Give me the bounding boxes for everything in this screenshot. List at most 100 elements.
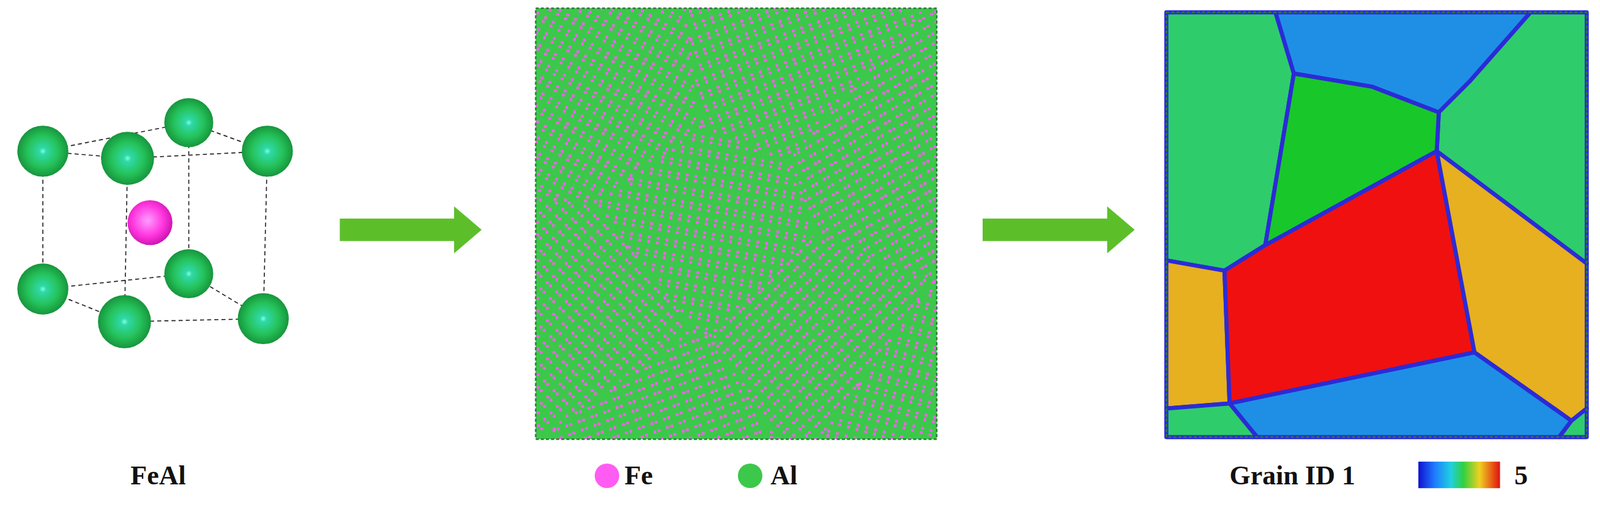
atom xyxy=(718,118,722,122)
atom xyxy=(565,167,570,172)
atom xyxy=(700,81,705,86)
atom xyxy=(564,17,568,21)
atom xyxy=(656,80,661,85)
atom xyxy=(651,45,655,49)
atom xyxy=(618,48,622,52)
atom xyxy=(710,15,714,19)
atom xyxy=(715,56,719,60)
atom xyxy=(550,113,554,117)
atom xyxy=(574,43,579,48)
atom xyxy=(554,115,559,119)
atom xyxy=(595,169,600,174)
atom xyxy=(553,88,557,92)
atom xyxy=(709,107,714,111)
atom xyxy=(699,91,703,95)
atom xyxy=(747,40,752,45)
atom xyxy=(777,134,781,139)
atom xyxy=(586,76,591,81)
atom xyxy=(543,52,547,56)
atom xyxy=(586,195,590,199)
atom xyxy=(592,12,596,16)
atom xyxy=(565,121,570,125)
atom xyxy=(596,149,601,153)
atom xyxy=(637,95,642,100)
atom xyxy=(602,75,607,79)
atom xyxy=(600,79,604,83)
atom xyxy=(673,33,678,37)
atom xyxy=(695,113,699,117)
atom xyxy=(589,26,593,30)
atom xyxy=(665,28,670,33)
atom xyxy=(761,102,765,106)
atom xyxy=(731,99,735,103)
atom xyxy=(721,111,726,116)
atom xyxy=(548,152,552,157)
atom xyxy=(687,72,691,76)
atom xyxy=(643,41,647,45)
atom xyxy=(662,26,666,30)
atom xyxy=(730,70,734,75)
atom xyxy=(698,87,702,92)
atom xyxy=(598,119,603,123)
atom xyxy=(580,186,584,191)
atom xyxy=(669,56,674,61)
atom xyxy=(728,38,732,42)
atom xyxy=(540,148,544,153)
atom xyxy=(763,96,768,101)
atom xyxy=(646,152,651,157)
atom xyxy=(644,47,648,52)
atom xyxy=(658,122,663,127)
atom xyxy=(589,161,594,166)
atom xyxy=(632,133,636,137)
atom xyxy=(605,133,609,138)
atom xyxy=(655,90,660,95)
atom xyxy=(588,155,592,159)
atom xyxy=(692,31,696,36)
atom xyxy=(569,71,573,76)
atom xyxy=(724,67,729,72)
atom xyxy=(636,17,640,21)
atom xyxy=(537,17,542,22)
atom xyxy=(751,77,756,81)
atom xyxy=(552,145,556,149)
atom xyxy=(715,42,719,47)
atom xyxy=(556,38,561,43)
atom xyxy=(592,193,596,198)
atom xyxy=(564,198,568,202)
atom xyxy=(729,42,733,46)
atom xyxy=(663,32,667,37)
atom xyxy=(736,126,740,130)
atom xyxy=(630,127,634,131)
atom xyxy=(597,31,601,35)
atom xyxy=(693,36,698,40)
atom xyxy=(797,137,801,141)
atom xyxy=(690,94,694,98)
atom xyxy=(620,116,625,121)
atom xyxy=(616,42,621,46)
atom xyxy=(762,135,767,139)
atom xyxy=(593,55,598,59)
atom xyxy=(777,81,781,86)
atom xyxy=(759,74,763,78)
atom xyxy=(581,192,586,197)
atom xyxy=(773,97,778,102)
atom xyxy=(592,38,597,43)
atom xyxy=(656,116,661,121)
atom xyxy=(725,44,729,48)
atom xyxy=(541,92,545,96)
atom xyxy=(581,120,586,125)
atom xyxy=(707,74,711,78)
atom xyxy=(580,151,584,155)
atom xyxy=(703,37,708,41)
atom xyxy=(585,24,590,29)
atom xyxy=(736,73,740,78)
atom xyxy=(538,142,543,147)
atom xyxy=(710,121,714,125)
atom xyxy=(559,133,563,137)
atom xyxy=(640,127,644,132)
atom xyxy=(758,136,763,141)
atom xyxy=(547,18,552,23)
atom xyxy=(643,31,648,35)
atom xyxy=(737,77,741,82)
atom xyxy=(551,154,556,159)
